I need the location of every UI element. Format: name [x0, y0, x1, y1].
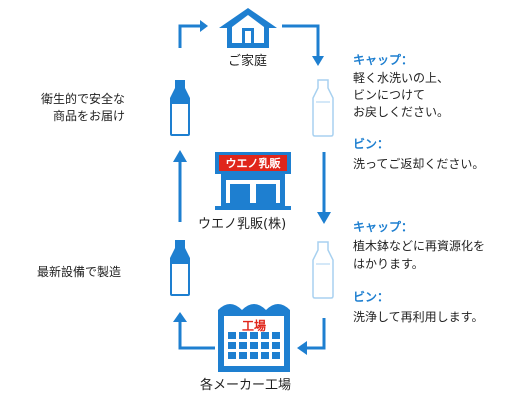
empty-bottle-icon-top [312, 79, 334, 137]
recycle-bottle-text: 洗浄して再利用します。 [353, 310, 484, 324]
store-sign: ウエノ乳販 [225, 157, 281, 170]
full-bottle-icon-bottom [170, 240, 190, 296]
arrow-factory-to-left [178, 320, 215, 350]
factory-icon [218, 304, 290, 372]
home-label: ご家庭 [228, 54, 268, 69]
delivery-note-line-1: 衛生的で安全な [41, 92, 126, 106]
return-cap-line-2: ビンにつけて [353, 88, 426, 102]
return-bottle-heading: ビン： [353, 137, 390, 151]
recycle-cap-line-2: はかります。 [353, 257, 424, 271]
delivery-note-line-2: 商品をお届け [53, 109, 126, 123]
arrow-home-to-right [282, 24, 320, 56]
recycle-cap-line-1: 植木鉢などに再資源化を [353, 239, 486, 253]
factory-sign: 工場 [241, 319, 266, 333]
factory-label: 各メーカー工場 [200, 378, 292, 393]
recycle-cap-heading: キャップ： [353, 220, 414, 234]
recycle-bottle-heading: ビン： [353, 290, 390, 304]
store-icon [215, 152, 291, 210]
return-cap-line-3: お戻しください。 [353, 105, 450, 119]
arrow-to-home [178, 24, 200, 48]
dairy-label: ウエノ乳販(株) [198, 217, 287, 232]
return-cap-heading: キャップ： [353, 53, 414, 67]
arrow-right-to-factory [305, 318, 326, 350]
return-cap-line-1: 軽く水洗いの上、 [353, 71, 450, 85]
production-note: 最新設備で製造 [37, 265, 122, 279]
return-bottle-text: 洗ってご返却ください。 [353, 157, 485, 171]
full-bottle-icon-top [170, 80, 190, 136]
house-icon [219, 8, 277, 48]
empty-bottle-icon-bottom [312, 241, 334, 299]
